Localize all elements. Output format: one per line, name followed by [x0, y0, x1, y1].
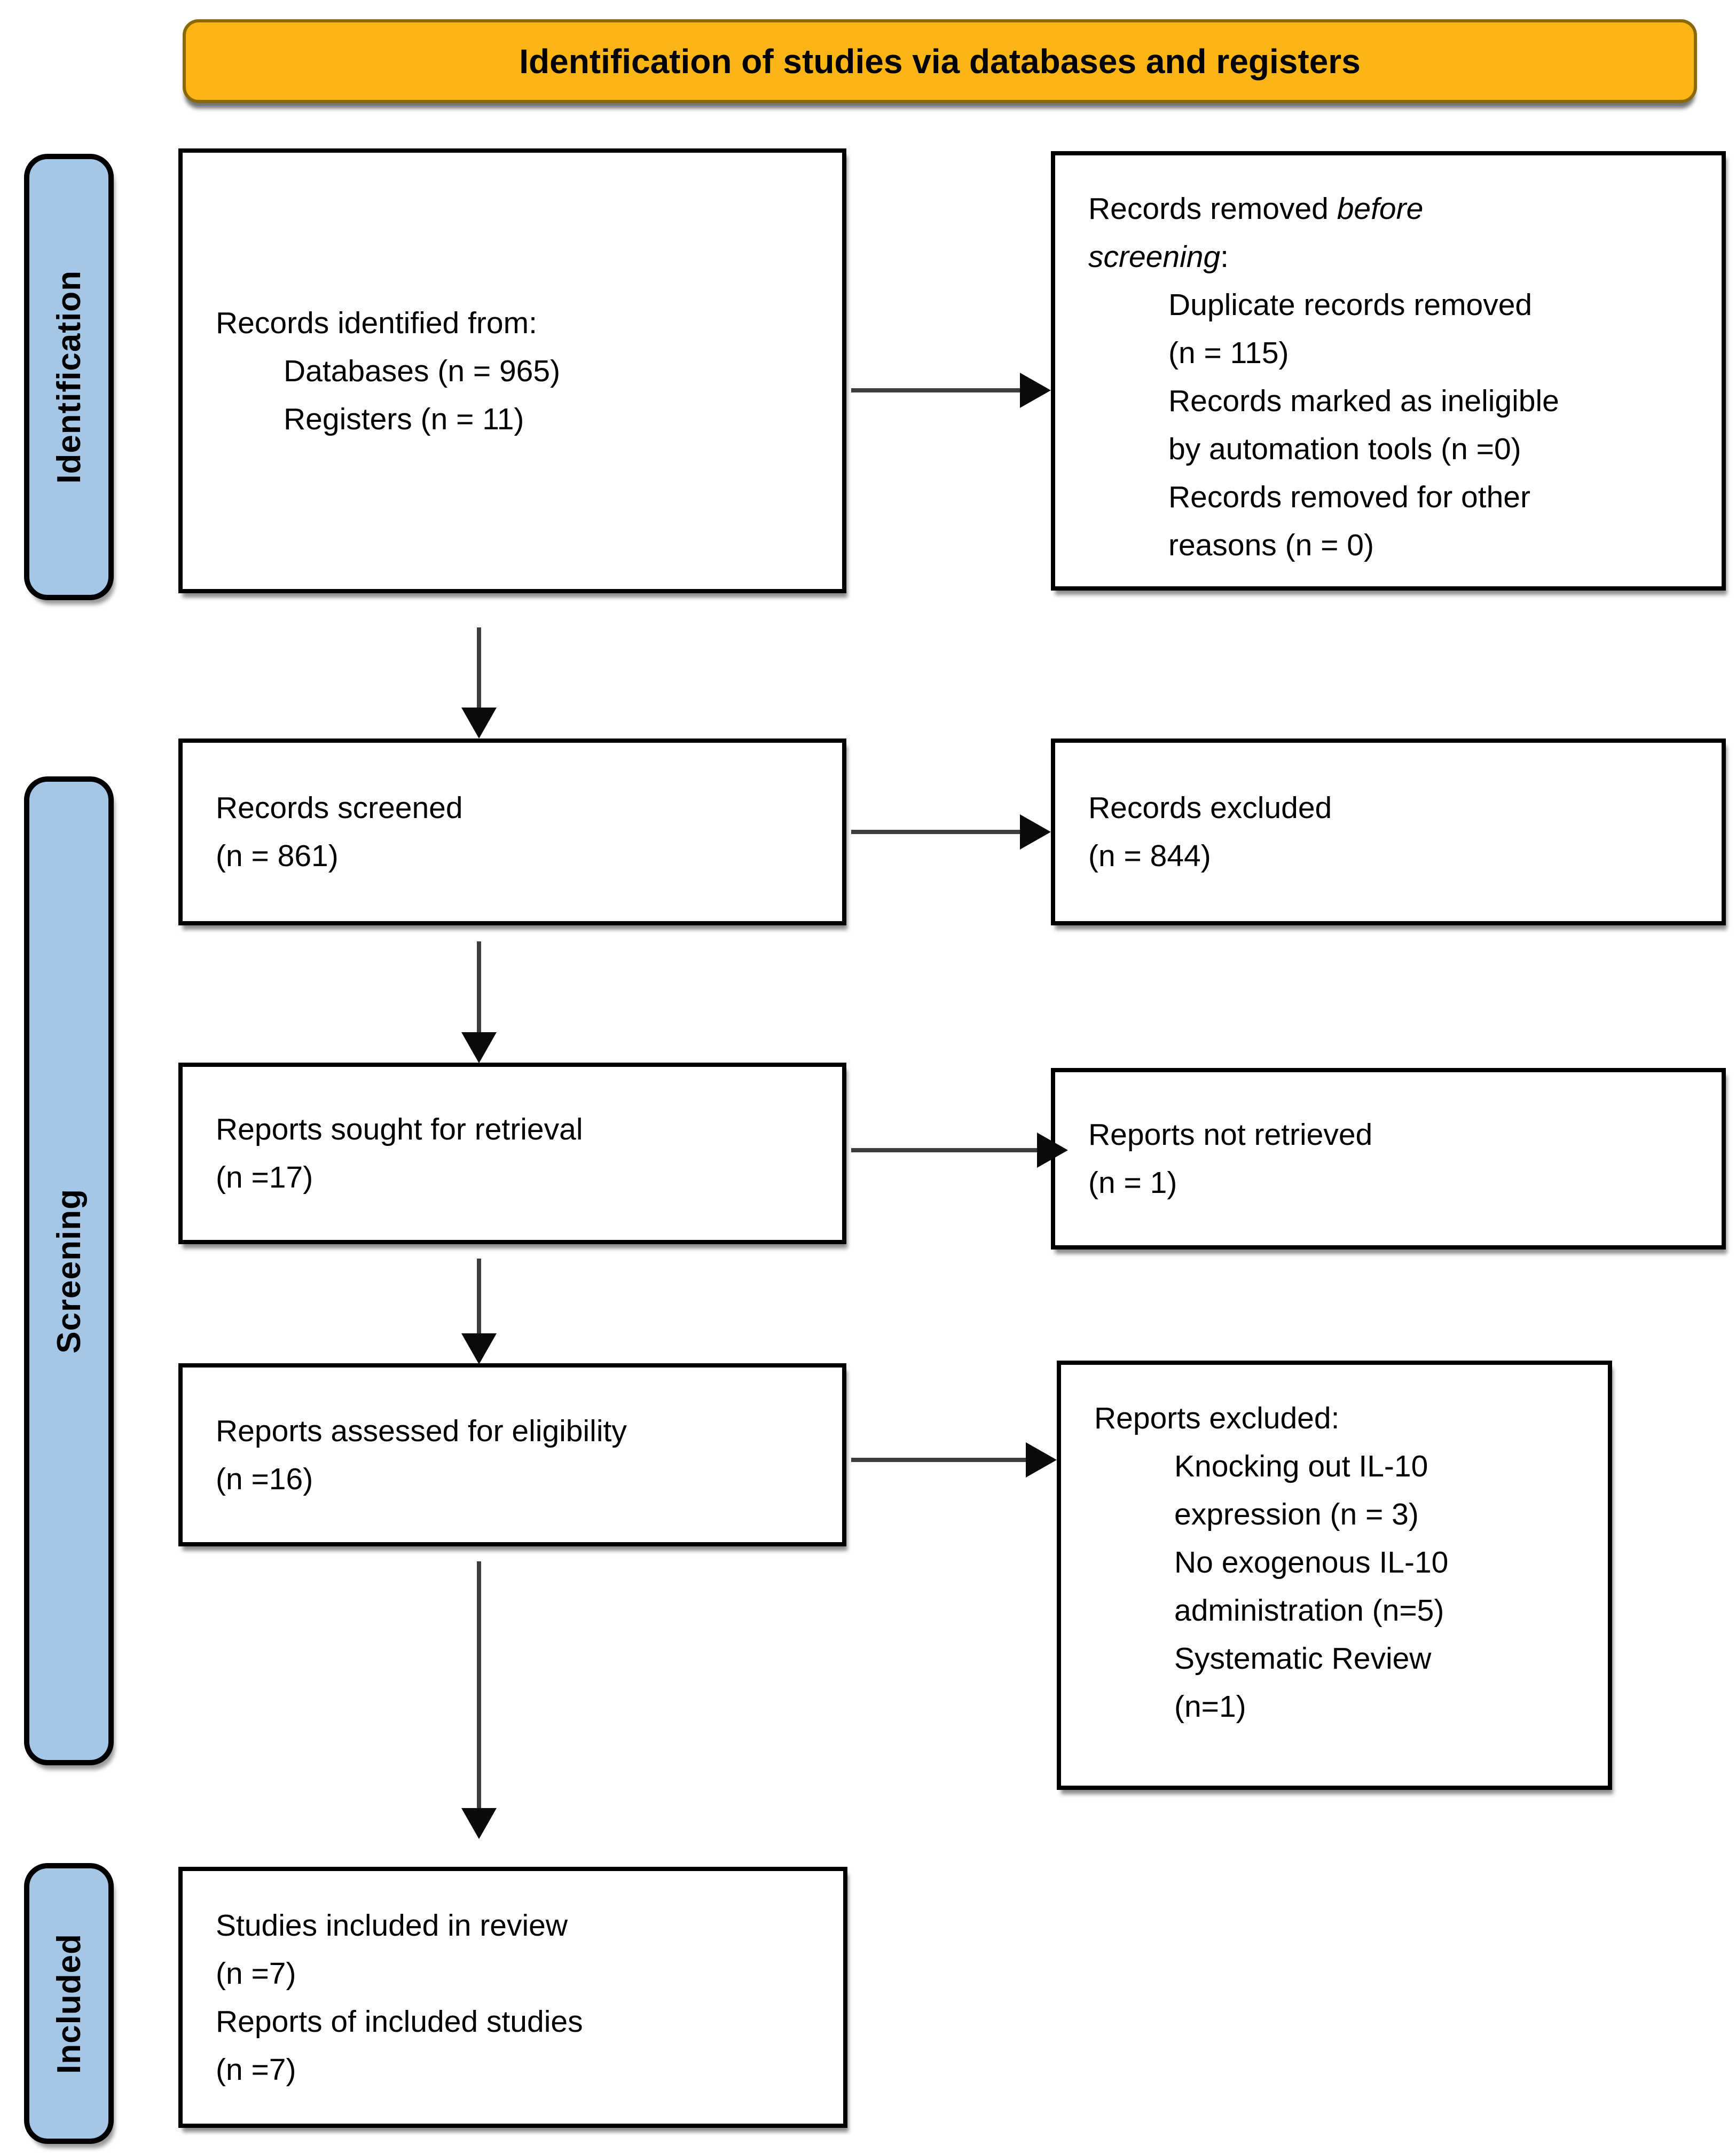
studies-included-line1: Studies included in review	[216, 1908, 568, 1943]
systematic-review-line1: Systematic Review	[1174, 1641, 1432, 1676]
records-removed-heading-italic: before	[1337, 192, 1424, 226]
no-exogenous-line2: administration (n=5)	[1174, 1593, 1444, 1628]
records-marked-ineligible-line2: by automation tools (n =0)	[1168, 432, 1521, 466]
records-removed-heading-italic2: screening	[1088, 240, 1221, 274]
records-removed-other-line1: Records removed for other	[1168, 480, 1530, 514]
stage-label-screening: Screening	[24, 776, 114, 1765]
arrow-assessed-to-included-line	[477, 1561, 481, 1808]
arrow-sought-to-not-retrieved-line	[851, 1148, 1039, 1152]
records-screened-count: (n = 861)	[216, 839, 339, 873]
arrow-right-icon	[1026, 1442, 1057, 1478]
stage-label-identification-text: Identification	[50, 270, 88, 484]
box-reports-not-retrieved: Reports not retrieved (n = 1)	[1051, 1068, 1726, 1250]
duplicate-records-removed-line1: Duplicate records removed	[1168, 288, 1533, 322]
studies-included-count: (n =7)	[216, 1956, 296, 1991]
arrow-down-icon	[461, 1032, 497, 1063]
arrow-screened-to-excluded-line	[851, 830, 1022, 834]
records-removed-heading-colon: :	[1220, 240, 1229, 274]
reports-sought-line1: Reports sought for retrieval	[216, 1112, 583, 1146]
knocking-out-line2: expression (n = 3)	[1174, 1497, 1419, 1531]
records-removed-heading-line1: Records removed before	[1055, 185, 1722, 233]
records-identified-registers: Registers (n = 11)	[284, 402, 524, 436]
reports-not-retrieved-line1: Reports not retrieved	[1088, 1118, 1373, 1152]
records-identified-heading: Records identified from:	[216, 305, 537, 340]
arrow-right-icon	[1037, 1133, 1068, 1168]
records-removed-other-line2: reasons (n = 0)	[1168, 528, 1374, 562]
stage-label-identification: Identification	[24, 154, 114, 600]
records-excluded-count: (n = 844)	[1088, 839, 1211, 873]
arrow-screened-to-sought-line	[477, 941, 481, 1032]
stage-label-included: Included	[24, 1863, 114, 2144]
reports-assessed-line1: Reports assessed for eligibility	[216, 1413, 627, 1448]
box-records-excluded: Records excluded (n = 844)	[1051, 738, 1726, 925]
stage-label-screening-text: Screening	[50, 1188, 88, 1354]
arrow-sought-to-assessed-line	[477, 1259, 481, 1333]
duplicate-records-removed-line2: (n = 115)	[1168, 336, 1289, 370]
arrow-down-icon	[461, 708, 497, 738]
box-records-removed-before-screening: Records removed before screening: Duplic…	[1051, 151, 1726, 591]
box-records-identified: Records identified from: Databases (n = …	[178, 148, 846, 593]
knocking-out-line1: Knocking out IL-10	[1174, 1449, 1428, 1483]
stage-label-included-text: Included	[50, 1933, 88, 2074]
box-reports-sought: Reports sought for retrieval (n =17)	[178, 1063, 846, 1244]
records-removed-heading-regular: Records removed	[1088, 192, 1337, 226]
reports-not-retrieved-count: (n = 1)	[1088, 1166, 1177, 1200]
arrow-assessed-to-reports-excluded-line	[851, 1458, 1028, 1462]
box-records-screened: Records screened (n = 861)	[178, 738, 846, 925]
box-reports-assessed: Reports assessed for eligibility (n =16)	[178, 1363, 846, 1546]
records-marked-ineligible-line1: Records marked as ineligible	[1168, 384, 1559, 418]
box-studies-included: Studies included in review (n =7) Report…	[178, 1867, 847, 2128]
records-removed-heading-line2: screening:	[1055, 233, 1722, 281]
banner-title: Identification of studies via databases …	[183, 19, 1697, 103]
reports-sought-count: (n =17)	[216, 1160, 313, 1195]
arrow-identified-to-removed-line	[851, 388, 1022, 392]
arrow-right-icon	[1020, 814, 1051, 850]
systematic-review-line2: (n=1)	[1174, 1690, 1246, 1724]
reports-included-count: (n =7)	[216, 2052, 296, 2087]
arrow-identified-to-screened-line	[477, 627, 481, 708]
reports-included-line1: Reports of included studies	[216, 2004, 583, 2039]
records-screened-line1: Records screened	[216, 791, 463, 825]
no-exogenous-line1: No exogenous IL-10	[1174, 1545, 1449, 1580]
records-identified-databases: Databases (n = 965)	[284, 353, 561, 388]
reports-excluded-heading: Reports excluded:	[1094, 1401, 1340, 1435]
records-excluded-line1: Records excluded	[1088, 791, 1332, 825]
arrow-down-icon	[461, 1333, 497, 1364]
arrow-right-icon	[1020, 373, 1051, 408]
arrow-down-icon	[461, 1808, 497, 1839]
box-reports-excluded: Reports excluded: Knocking out IL-10 exp…	[1057, 1361, 1612, 1790]
reports-assessed-count: (n =16)	[216, 1461, 313, 1496]
